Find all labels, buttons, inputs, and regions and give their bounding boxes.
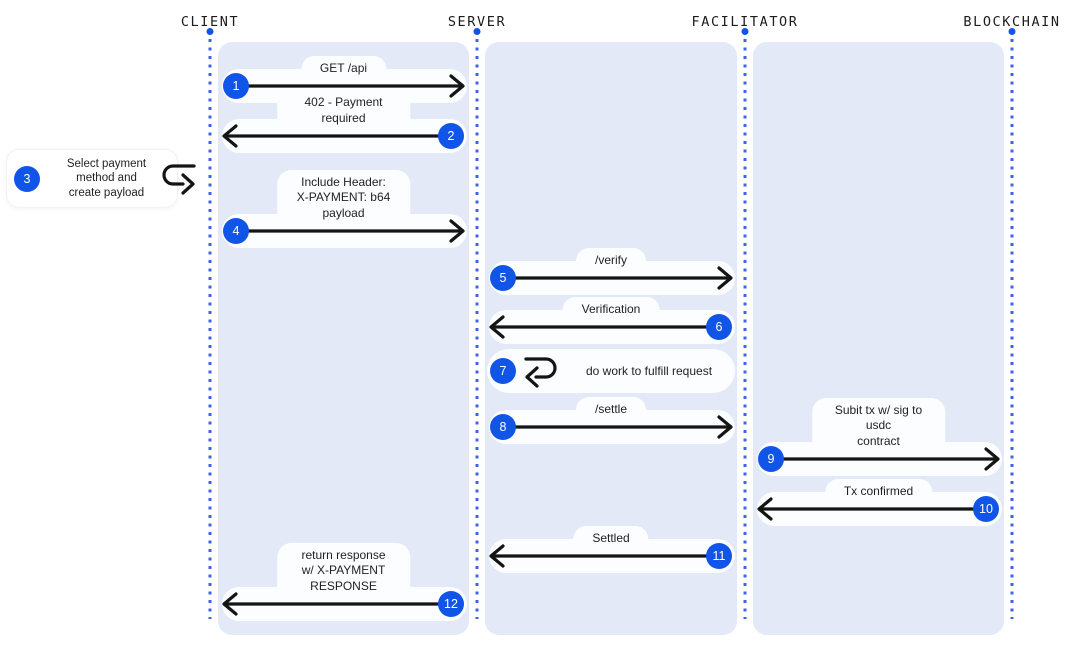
arrow-right-icon xyxy=(513,266,733,290)
step-number-badge: 12 xyxy=(438,591,464,617)
message-label: 402 - Payment required xyxy=(276,90,411,132)
arrow-right-icon xyxy=(246,219,465,243)
actor-label-client: CLIENT xyxy=(180,14,240,30)
arrow-right-icon xyxy=(246,74,465,98)
message-label: Subit tx w/ sig to usdc contract xyxy=(811,397,946,455)
arrow-left-icon xyxy=(222,592,441,616)
message-7: do work to fulfill request 7 xyxy=(485,323,737,399)
message-label: Verification xyxy=(562,297,660,323)
arrow-right-icon xyxy=(513,415,733,439)
step-number-badge: 8 xyxy=(490,414,516,440)
actor-label-facilitator: FACILITATOR xyxy=(691,14,799,30)
loop-arrow-icon xyxy=(524,357,557,388)
step-number-badge: 9 xyxy=(758,446,784,472)
message-label: Include Header: X-PAYMENT: b64 payload xyxy=(276,169,411,227)
step-number-badge: 3 xyxy=(14,165,40,192)
side-note-label: Select payment method and create payload xyxy=(66,157,147,199)
message-11: Settled 11 xyxy=(477,508,745,584)
message-bubble xyxy=(487,349,735,393)
lifeline-head-dot xyxy=(473,28,481,35)
side-note-3: 3 Select payment method and create payloa… xyxy=(6,149,178,208)
lifeline-server xyxy=(475,39,479,619)
message-label: /settle xyxy=(575,397,647,423)
step-number-badge: 11 xyxy=(706,543,732,569)
arrow-left-icon xyxy=(489,544,709,568)
arrow-left-icon xyxy=(222,124,441,148)
step-number-badge: 1 xyxy=(223,73,249,99)
message-label: do work to fulfill request xyxy=(585,364,713,378)
lifeline-head-dot xyxy=(741,28,749,35)
message-label: Settled xyxy=(573,526,649,552)
actor-label-server: SERVER xyxy=(447,14,507,30)
lifeline-head-dot xyxy=(206,28,214,35)
step-number-badge: 10 xyxy=(973,496,999,522)
loop-arrow-icon xyxy=(162,164,196,195)
step-number-badge: 2 xyxy=(438,123,464,149)
lifeline-facilitator xyxy=(743,39,747,619)
message-6: Verification 6 xyxy=(477,279,745,355)
lifeline-client xyxy=(208,39,212,619)
message-label: /verify xyxy=(575,248,647,274)
message-label: GET /api xyxy=(300,56,387,82)
step-number-badge: 7 xyxy=(490,358,516,384)
step-number-badge: 4 xyxy=(223,218,249,244)
message-10: Tx confirmed 10 xyxy=(745,461,1012,537)
arrow-left-icon xyxy=(489,315,709,339)
message-4: Include Header: X-PAYMENT: b64 payload 4 xyxy=(210,169,477,259)
arrow-right-icon xyxy=(781,447,1000,471)
message-label: Tx confirmed xyxy=(824,479,933,505)
lane-panel-facilitator-blockchain xyxy=(753,42,1004,635)
message-12: return response w/ X-PAYMENT RESPONSE 12 xyxy=(210,542,477,632)
message-2: 402 - Payment required 2 xyxy=(210,88,477,164)
lifeline-blockchain xyxy=(1010,39,1014,619)
message-1: GET /api 1 xyxy=(210,38,477,114)
arrow-left-icon xyxy=(757,497,976,521)
step-number-badge: 6 xyxy=(706,314,732,340)
actor-label-blockchain: BLOCKCHAIN xyxy=(963,14,1061,30)
lifeline-head-dot xyxy=(1008,28,1016,35)
message-9: Subit tx w/ sig to usdc contract 9 xyxy=(745,397,1012,487)
message-label: return response w/ X-PAYMENT RESPONSE xyxy=(276,542,411,600)
step-number-badge: 5 xyxy=(490,265,516,291)
message-8: /settle 8 xyxy=(477,379,745,455)
message-5: /verify 5 xyxy=(477,230,745,306)
